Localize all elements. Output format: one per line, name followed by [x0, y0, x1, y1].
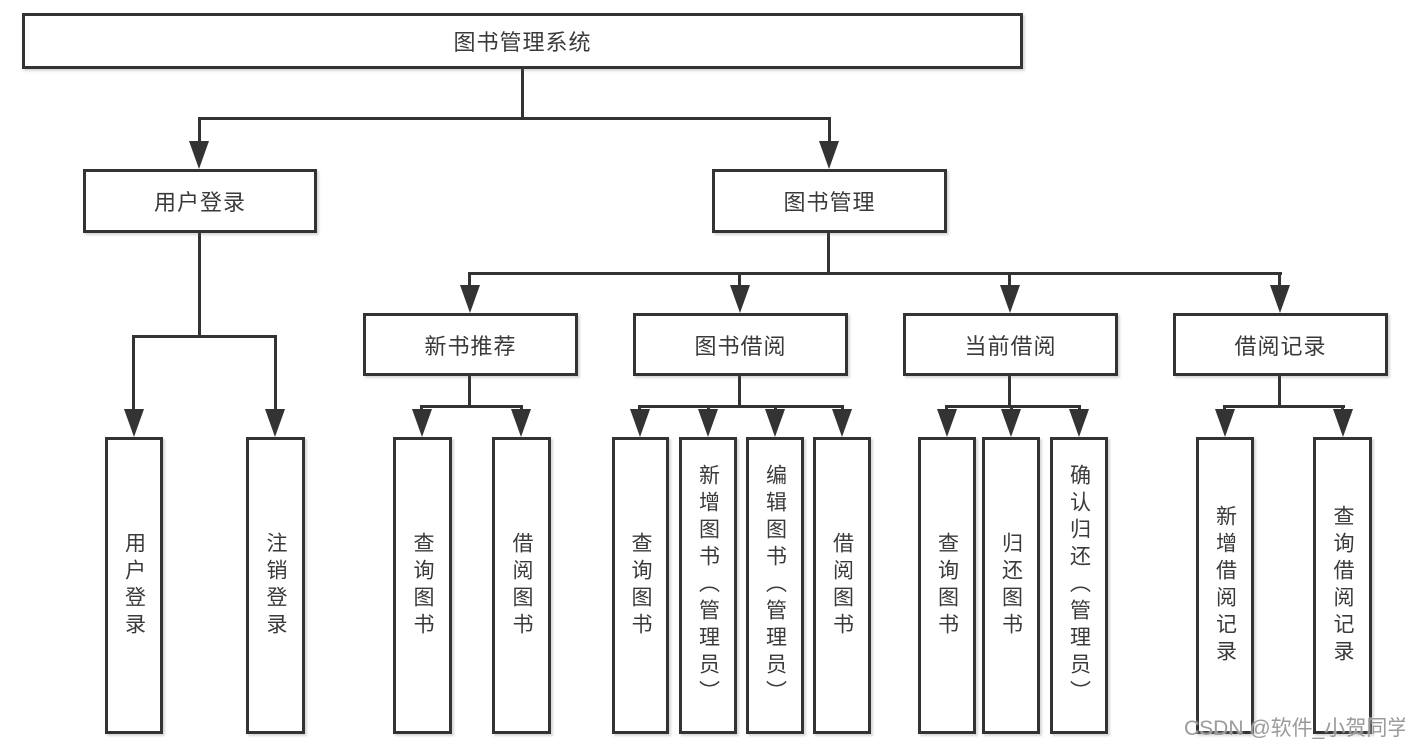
arrow-down-icon [265, 409, 285, 437]
connector-book-management-split [468, 272, 1282, 275]
arrow-down-icon [832, 409, 852, 437]
leaf-label: 用户登录 [122, 531, 146, 640]
connector-user-login-stem [198, 117, 201, 143]
csdn-watermark: CSDN @软件_小贺同学 [1184, 717, 1405, 740]
connector-stem [1223, 405, 1226, 411]
leaf-label: 查询图书 [411, 531, 434, 640]
arrow-down-icon [1001, 409, 1021, 437]
connector-book-borrowing-stem [738, 272, 741, 287]
connector-current-borrowing-down [1008, 376, 1011, 405]
leaf-label: 借阅图书 [830, 531, 854, 640]
connector-new-book-split [420, 405, 523, 408]
connector-stem [1078, 405, 1081, 411]
leaf-label: 查询图书 [935, 531, 959, 640]
connector-stem [420, 405, 423, 411]
connector-book-borrowing-down [738, 376, 741, 405]
connector-stem [638, 405, 641, 411]
node-add-borrow-record: 新增借阅记录 [1196, 437, 1254, 734]
leaf-label: 新增图书（管理员） [696, 464, 720, 707]
node-query-borrow-record: 查询借阅记录 [1313, 437, 1372, 734]
leaf-label: 查询借阅记录 [1331, 504, 1354, 667]
node-borrowing-records-label: 借阅记录 [1234, 333, 1327, 359]
connector-stem [774, 405, 777, 411]
leaf-label: 编辑图书（管理员） [763, 464, 787, 707]
node-borrowing-records: 借阅记录 [1173, 313, 1388, 376]
node-logout: 注销登录 [246, 437, 305, 734]
arrow-down-icon [819, 141, 839, 169]
node-book-borrowing-label: 图书借阅 [694, 333, 787, 359]
node-book-borrowing: 图书借阅 [633, 313, 848, 376]
arrow-down-icon [730, 285, 750, 313]
node-new-book-recommendation-label: 新书推荐 [424, 333, 517, 359]
leaf-label: 借阅图书 [510, 531, 533, 640]
node-root-label: 图书管理系统 [453, 30, 592, 55]
leaf-label: 确认归还（管理员） [1067, 464, 1091, 707]
connector-borrowing-records-down [1278, 376, 1281, 405]
leaf-label: 查询图书 [629, 531, 652, 640]
node-add-book-admin: 新增图书（管理员） [679, 437, 737, 734]
connector-new-book-down [468, 376, 471, 405]
connector-borrowing-records-split [1223, 405, 1345, 408]
arrow-down-icon [937, 409, 957, 437]
leaf-label: 注销登录 [264, 531, 287, 640]
connector-stem [1341, 405, 1344, 411]
connector-current-borrowing-split [945, 405, 1081, 408]
node-confirm-return-admin: 确认归还（管理员） [1050, 437, 1108, 734]
node-query-books-1: 查询图书 [393, 437, 452, 734]
arrow-down-icon [1000, 285, 1020, 313]
leaf-label: 新增借阅记录 [1213, 504, 1237, 667]
connector-stem [841, 405, 844, 411]
connector-user-login-down [198, 233, 201, 335]
connector-book-management-stem [828, 117, 831, 143]
arrow-down-icon [630, 409, 650, 437]
arrow-down-icon [765, 409, 785, 437]
arrow-down-icon [1270, 285, 1290, 313]
node-query-books-2: 查询图书 [612, 437, 669, 734]
node-book-management-label: 图书管理 [783, 190, 876, 215]
connector-borrowing-records-stem [1278, 272, 1281, 287]
connector-stem [1010, 405, 1013, 411]
arrow-down-icon [1215, 409, 1235, 437]
node-user-login-leaf: 用户登录 [105, 437, 163, 734]
arrow-down-icon [460, 285, 480, 313]
arrow-down-icon [1333, 409, 1353, 437]
leaf-label: 归还图书 [999, 531, 1023, 640]
node-query-books-3: 查询图书 [918, 437, 976, 734]
connector-logout-stem [274, 335, 277, 409]
connector-book-borrowing-split [638, 405, 844, 408]
connector-stem [707, 405, 710, 411]
node-new-book-recommendation: 新书推荐 [363, 313, 578, 376]
connector-stem [945, 405, 948, 411]
connector-user-login-split [132, 335, 277, 338]
connector-root-stem [521, 69, 524, 117]
arrow-down-icon [412, 409, 432, 437]
node-current-borrowing: 当前借阅 [903, 313, 1118, 376]
node-return-books: 归还图书 [982, 437, 1040, 734]
arrow-down-icon [189, 141, 209, 169]
node-borrow-books-2: 借阅图书 [813, 437, 871, 734]
node-user-login: 用户登录 [83, 169, 317, 233]
arrow-down-icon [1069, 409, 1089, 437]
connector-book-management-down [827, 233, 830, 272]
node-current-borrowing-label: 当前借阅 [964, 333, 1057, 359]
connector-login-stem [132, 335, 135, 409]
node-root: 图书管理系统 [22, 13, 1023, 69]
node-book-management: 图书管理 [712, 169, 947, 233]
connector-new-book-stem [468, 272, 471, 287]
connector-root-split [198, 117, 831, 120]
node-borrow-books-1: 借阅图书 [492, 437, 551, 734]
node-user-login-label: 用户登录 [153, 190, 246, 215]
connector-current-borrowing-stem [1008, 272, 1011, 287]
arrow-down-icon [124, 409, 144, 437]
arrow-down-icon [511, 409, 531, 437]
connector-stem [520, 405, 523, 411]
arrow-down-icon [698, 409, 718, 437]
node-edit-book-admin: 编辑图书（管理员） [746, 437, 804, 734]
